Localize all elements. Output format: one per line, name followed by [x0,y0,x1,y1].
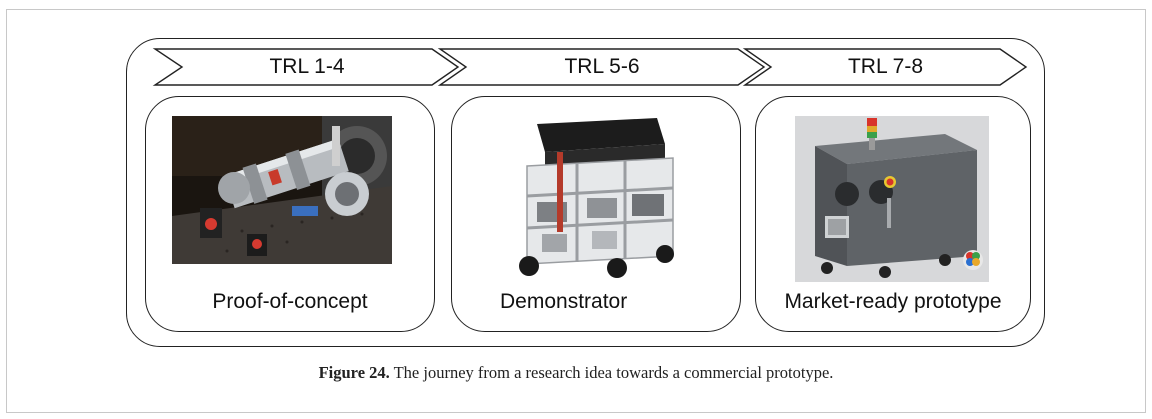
chevron-trl-5-6 [437,48,766,86]
trl-label-3: TRL 7-8 [847,55,924,78]
figure-frame [6,9,1146,413]
stage-caption-market-ready: Market-ready prototype [784,290,1002,313]
maxfresh-logo [963,250,983,270]
optical-setup-photo [172,116,392,264]
trl-label-1: TRL 1-4 [269,55,345,78]
figure-caption: Figure 24. The journey from a research i… [0,363,1152,383]
cabinet-prototype-photo [795,116,989,282]
trl-journey-container [126,38,1045,347]
chevron-trl-7-8 [742,48,1028,86]
stage-caption-proof-of-concept: Proof-of-concept [212,290,368,313]
figure-label: Figure 24. [318,363,390,382]
figure-caption-text: The journey from a research idea towards… [389,363,834,382]
demonstrator-cart-photo [497,116,693,278]
stage-caption-demonstrator: Demonstrator [500,290,628,313]
trl-label-2: TRL 5-6 [564,55,640,78]
chevron-trl-1-4 [152,48,460,86]
